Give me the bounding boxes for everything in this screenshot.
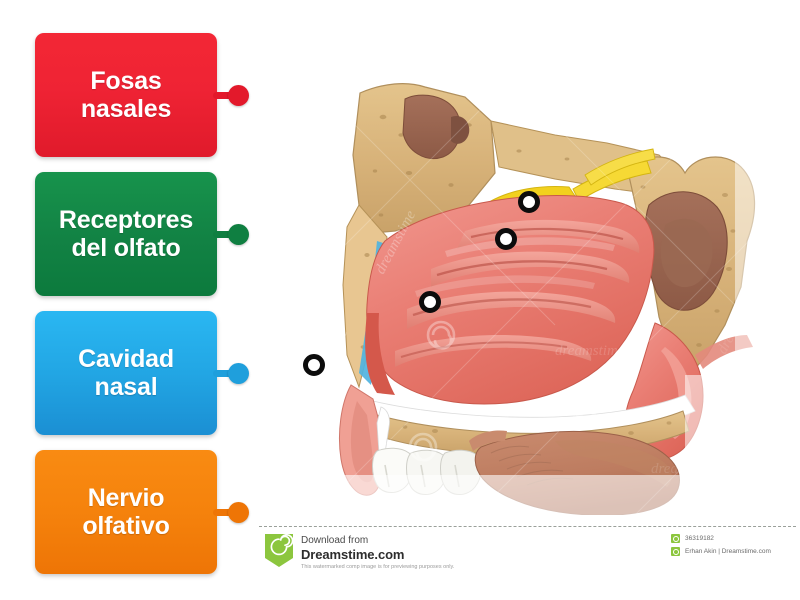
svg-text:dreamstime: dreamstime [651, 461, 721, 477]
image-id-row: 36319182 [671, 534, 771, 543]
connector-dot-fosas-nasales[interactable] [228, 85, 249, 106]
svg-text:dreamstime: dreamstime [555, 343, 625, 359]
id-badge-icon [671, 534, 680, 543]
label-card-text: Nervio olfativo [82, 484, 170, 540]
label-card-text: Fosas nasales [80, 67, 172, 123]
drop-target-4[interactable] [303, 354, 325, 376]
connector-line-fosas-nasales [213, 92, 235, 99]
image-meta-block: 36319182 Erhan Akin | Dreamstime.com [671, 534, 771, 560]
label-card-receptores-del-olfato[interactable]: Receptores del olfato [35, 172, 217, 296]
comp-disclaimer: This watermarked comp image is for previ… [301, 564, 455, 570]
connector-dot-cavidad-nasal[interactable] [228, 363, 249, 384]
dreamstime-text-block: Download from Dreamstime.com This waterm… [301, 534, 454, 572]
label-card-nervio-olfativo[interactable]: Nervio olfativo [35, 450, 217, 574]
download-from-label: Download from [301, 535, 369, 546]
stock-footer: Download from Dreamstime.com This waterm… [255, 518, 800, 580]
nasal-mucosa-turbinates [365, 195, 655, 405]
label-card-cavidad-nasal[interactable]: Cavidad nasal [35, 311, 217, 435]
connector-dot-receptores-del-olfato[interactable] [228, 224, 249, 245]
image-credit-row: Erhan Akin | Dreamstime.com [671, 547, 771, 556]
cut-line [259, 526, 796, 528]
dreamstime-brand: Dreamstime.com [301, 547, 405, 562]
dreamstime-logo-icon [265, 534, 293, 567]
drop-target-3[interactable] [419, 291, 441, 313]
drop-target-1[interactable] [518, 191, 540, 213]
connector-dot-nervio-olfativo[interactable] [228, 502, 249, 523]
image-id: 36319182 [685, 535, 714, 542]
label-card-text: Cavidad nasal [78, 345, 174, 401]
label-card-text: Receptores del olfato [58, 206, 194, 262]
label-card-fosas-nasales[interactable]: Fosas nasales [35, 33, 217, 157]
connector-line-receptores-del-olfato [213, 231, 235, 238]
image-credit: Erhan Akin | Dreamstime.com [685, 548, 771, 555]
connector-line-cavidad-nasal [213, 370, 235, 377]
maxillary-sinus [626, 156, 756, 374]
credit-badge-icon [671, 547, 680, 556]
drop-target-2[interactable] [495, 228, 517, 250]
watermark [326, 100, 674, 462]
svg-text:dreamstime: dreamstime [647, 107, 717, 123]
anatomy-illustration: dreamstime dreamstime dreamstime dreamst… [255, 55, 800, 515]
connector-line-nervio-olfativo [213, 509, 235, 516]
